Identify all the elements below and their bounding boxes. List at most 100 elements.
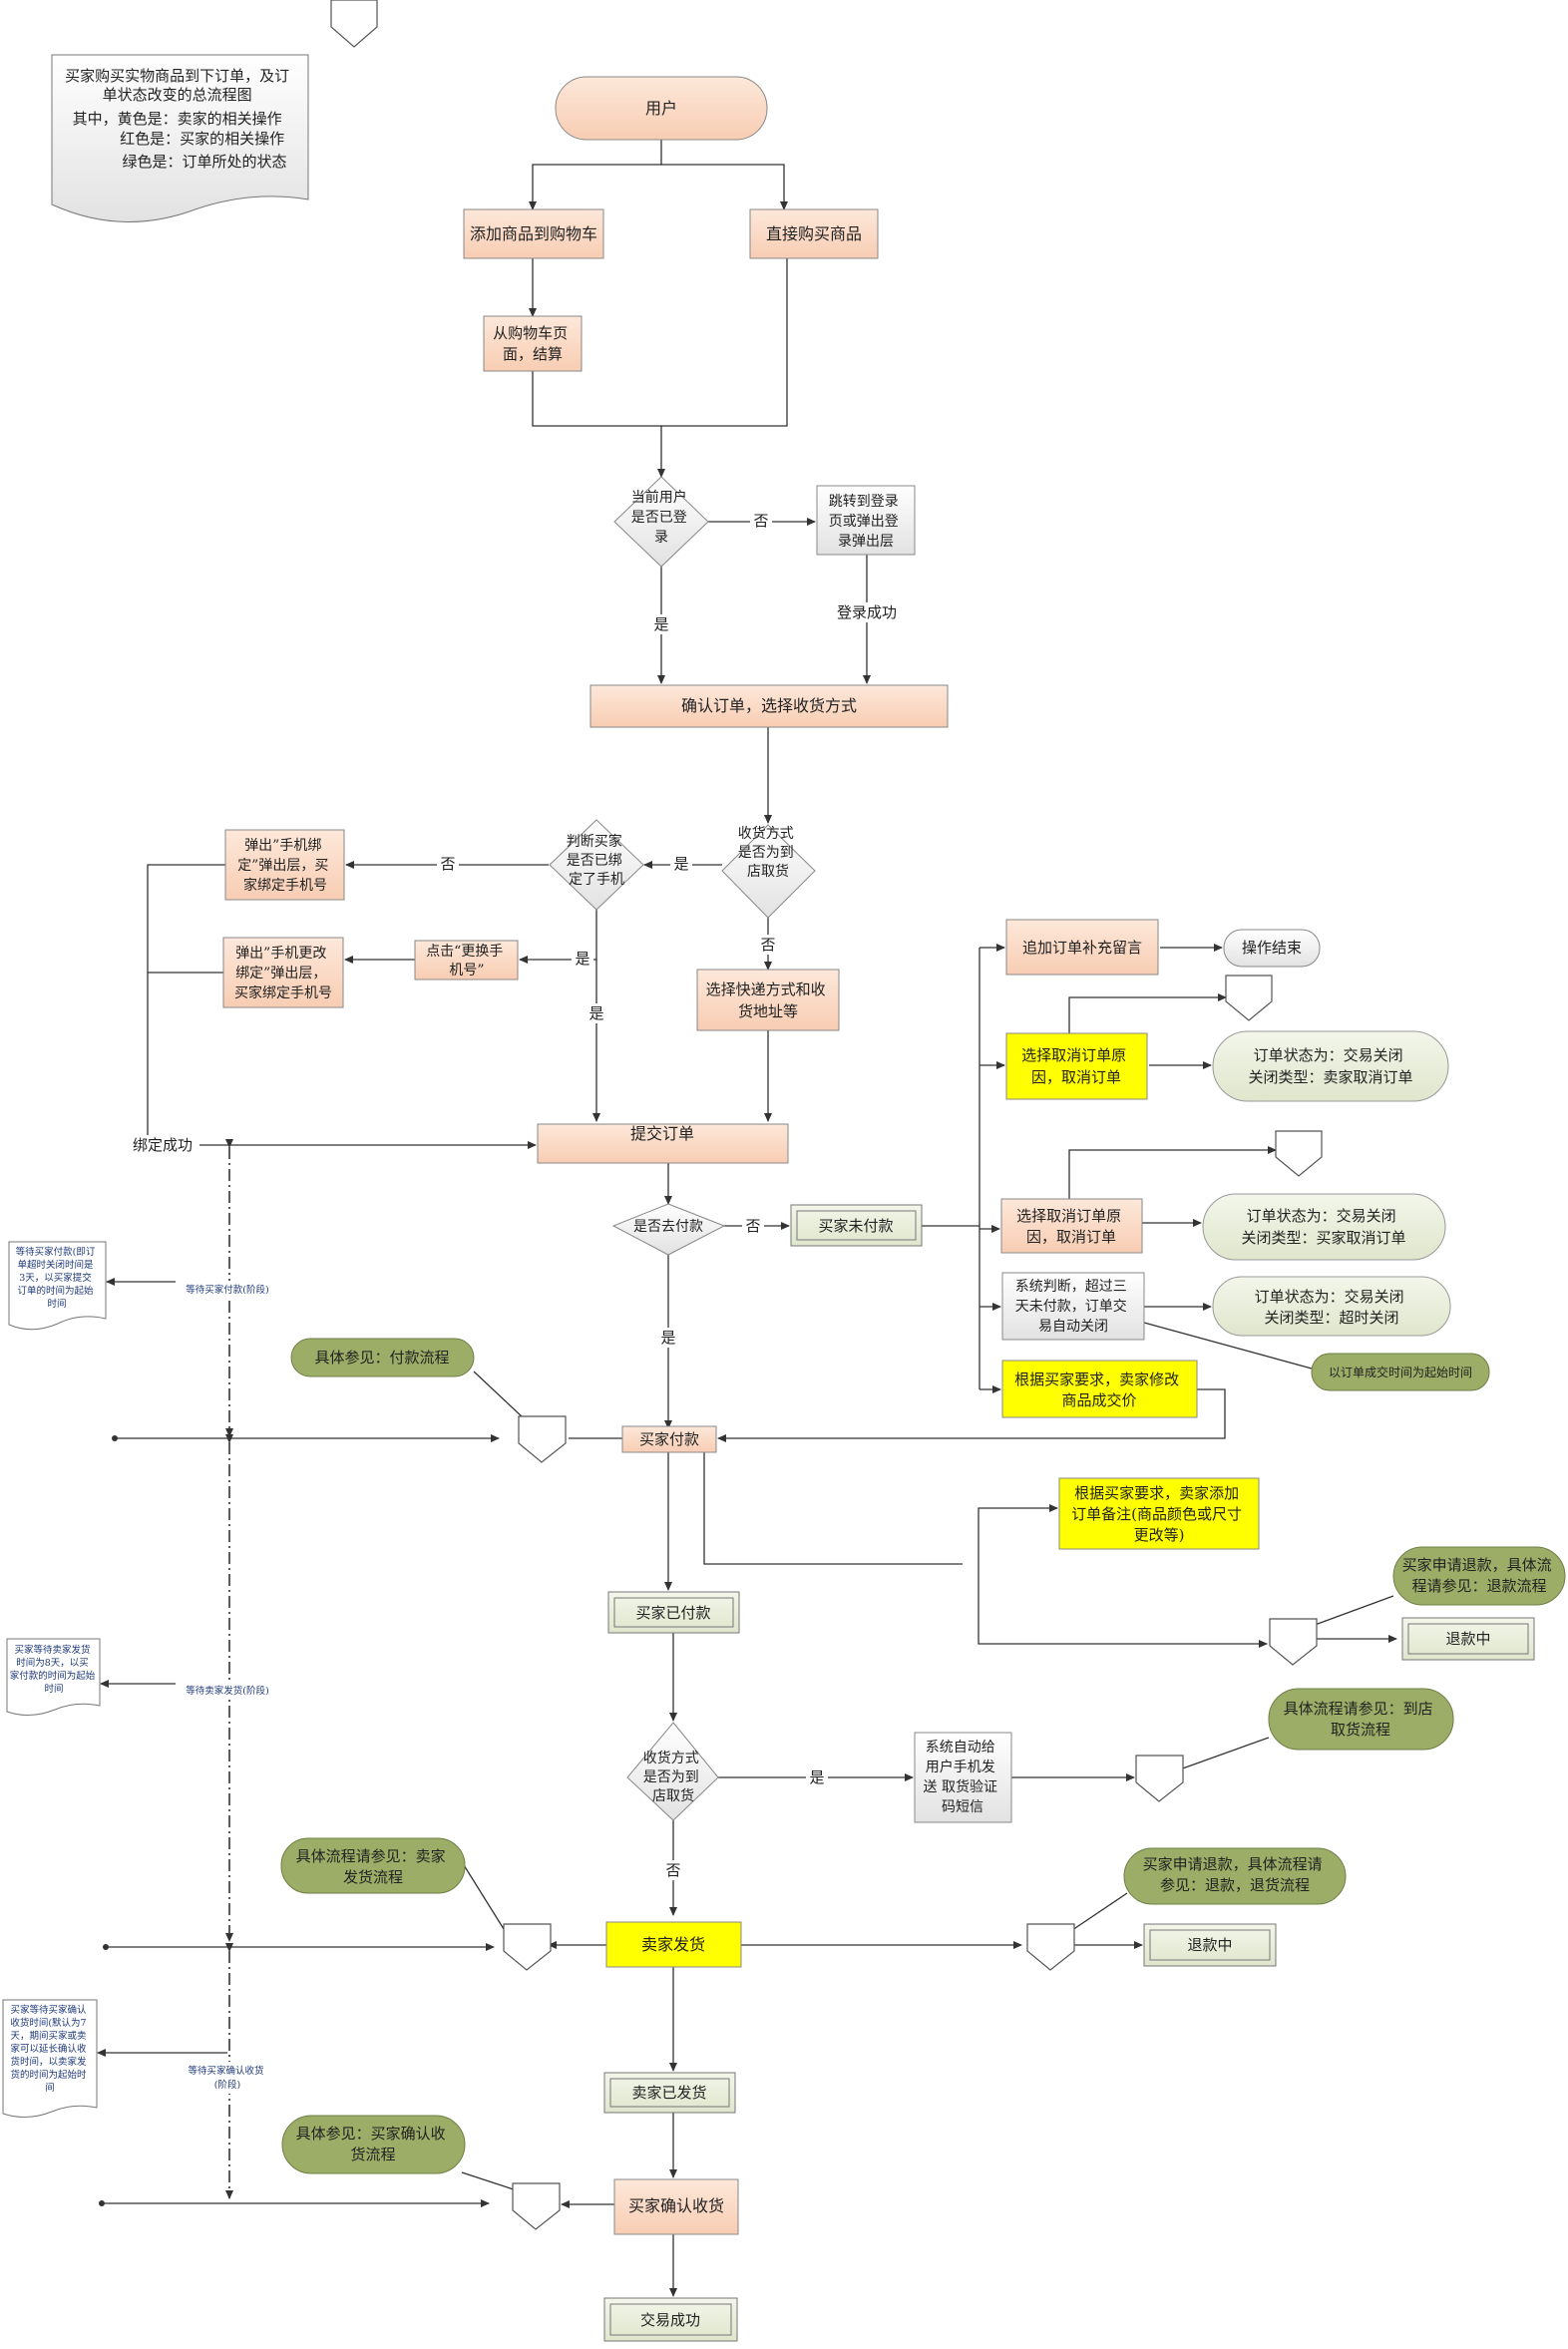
svg-text:买家申请退款，具体流程请 参见：退款，退货流程: 买家申请退款，具体流程请 参见：退款，退货流程 [1143,1855,1328,1894]
node-sms-line: 送 取货验证 [924,1778,997,1795]
svg-text:跳转到登录 页或弹出登 录弹出层: 跳转到登录 页或弹出登 录弹出层 [829,494,903,550]
node-refund1-line: 买家申请退款，具体流 [1402,1556,1552,1574]
edge-seeship-ref [460,1859,510,1938]
edge-direct-merge [661,258,788,427]
edge-pay-branch [703,1452,963,1565]
node-click-change-line: 机号” [449,963,484,979]
node-bind-line: 是否已绑 [567,853,622,869]
svg-text:系统自动给 用户手机发 送 取货验证: 系统自动给 用户手机发 送 取货验证 码短信 [924,1740,1002,1815]
node-popup-bind-line: 定”弹出层，买 [237,858,328,874]
node-seller-add-note [1058,1477,1260,1550]
node-popup-bind [224,829,345,901]
svg-text:弹出”手机更改 绑定”弹出层， 买家: 弹出”手机更改 绑定”弹出层， 买家绑定手机号 [234,946,332,1001]
node-is-login [613,476,709,568]
node-state-timeout-line: 订单状态为：交易关闭 [1255,1288,1404,1306]
node-auto-close [1001,1272,1145,1341]
label-no-login: 否 [753,512,768,530]
edge-sellercancel-ref [1068,993,1227,1033]
doc-wait-confirm-line: 天，期间买家或卖 [10,2030,86,2042]
doc-wait-ship [6,1638,101,1716]
svg-text:订单状态为：交易关闭 关闭类型：卖家取消订单: 订单状态为：交易关闭 关闭类型：卖家取消订单 [1248,1046,1412,1086]
node-buyer-cancel-line: 因，取消订单 [1026,1228,1116,1246]
node-state-timeout-line: 关闭类型：超时关闭 [1264,1309,1398,1327]
edge-checkout-merge [532,371,665,478]
node-is-login-line: 当前用户 [631,489,687,506]
node-add-cart [463,208,604,259]
node-is-login-line: 录 [654,530,668,546]
offpage-ref-buyer-cancel [1275,1130,1323,1177]
doc-wait-confirm-line: 收货时间(默认为7 [10,2017,86,2029]
nodes: 用户 添加商品到购物车 直接购买商品 从购物车页 面，结算 当前用户 是否已登 … [222,76,1566,2342]
label-no-pickup: 否 [760,936,775,954]
node-shipped-label: 卖家已发货 [631,2084,706,2102]
node-unpaid [790,1204,923,1247]
label-login-success: 登录成功 [837,603,897,621]
node-buyer-cancel-line: 选择取消订单原 [1016,1207,1121,1225]
node-buy-direct-label: 直接购买商品 [766,224,862,243]
offpage-ref-seller-cancel [1225,975,1273,1021]
doc-wait-confirm-line: 买家等待买家确认 [10,2004,87,2016]
node-is-store-pickup-1 [721,824,816,919]
node-auto-close-line: 易自动关闭 [1038,1319,1108,1335]
node-sms-line: 系统自动给 [926,1740,995,1756]
node-submit-order [537,1123,789,1164]
svg-text:具体流程请参见：到店 取货流程: 具体流程请参见：到店 取货流程 [1284,1700,1438,1739]
node-timeout-note-label: 以订单成交时间为起始时间 [1329,1365,1472,1379]
node-refunding-1-label: 退款中 [1445,1630,1490,1648]
label-yes-bind: 是 [588,1004,603,1022]
node-unpaid-label: 买家未付款 [818,1217,893,1235]
node-modify-price-line: 根据买家要求，卖家修改 [1014,1370,1179,1388]
node-pickup2-line: 是否为到 [643,1769,699,1785]
node-shipped [603,2072,736,2114]
node-state-timeout [1212,1276,1451,1337]
node-buyer-cancel [1000,1198,1143,1254]
node-checkout [483,315,583,372]
node-state-buyer-cancel [1202,1193,1446,1261]
doc-wait-ship-line: 买家等待卖家发货 [14,1644,90,1656]
edge-buyercancel-ref [1068,1146,1277,1203]
node-popup-change-line: 弹出”手机更改 [235,946,326,962]
edge-bindok-loop [147,864,537,1149]
node-refunding-2 [1143,1923,1277,1967]
node-pickup2-line: 收货方式 [643,1750,699,1766]
svg-text:订单状态为：交易关闭 关闭类型：买家取消订单: 订单状态为：交易关闭 关闭类型：买家取消订单 [1241,1207,1405,1247]
node-state-seller-line: 订单状态为：交易关闭 [1254,1046,1403,1064]
label-yes-pay: 是 [660,1329,675,1347]
doc-wait-confirm-line: 家可以延长确认收 [10,2043,87,2055]
offpage-ref-confirm [512,2182,561,2230]
node-refunding-1 [1401,1617,1535,1661]
node-go-pay [611,1203,726,1256]
edge-seepickup-ref [1176,1737,1270,1771]
doc-wait-ship-line: 时间 [44,1683,63,1695]
node-express-line: 货地址等 [738,1002,798,1020]
stage-label-wait-confirm: (阶段) [214,2079,240,2091]
svg-text:当前用户 是否已登 录: 当前用户 是否已登 录 [631,489,691,546]
node-add-note-line: 更改等) [1134,1526,1185,1544]
stage-label-wait-ship: 等待卖家发货(阶段) [186,1685,268,1697]
node-pickup1-line: 店取货 [747,863,789,880]
node-see-pickup-line: 具体流程请参见：到店 [1284,1700,1433,1718]
node-is-store-pickup-2 [626,1722,719,1821]
node-add-message [1005,919,1159,976]
node-select-express [696,969,840,1031]
label-no-pickup2: 否 [665,1861,680,1879]
node-sms [914,1732,1012,1823]
offpage-refs [330,0,1323,2230]
node-popup-change [222,937,344,1008]
svg-text:等待买家付款(即订 单超时关闭时间是: 等待买家付款(即订 单超时关闭时间是 3天，以买家提交 订单的时间为起始 时间 [16,1246,99,1310]
edge-branch-refund [978,1564,1268,1648]
node-pickup1-line: 收货方式 [738,825,794,842]
node-bind-line: 定了手机 [569,872,624,888]
node-state-seller-line: 关闭类型：卖家取消订单 [1248,1068,1412,1086]
node-auto-close-line: 天未付款，订单交 [1015,1298,1127,1315]
edge-labels: 否 是 登录成功 是 否 否 是 是 绑定成功 否 是 是 否 [126,511,902,1880]
svg-text:根据买家要求，卖家添加 订单备注(商品颜色或尺寸: 根据买家要求，卖家添加 订单备注(商品颜色或尺寸 更改等) [1071,1484,1247,1544]
node-express-line: 选择快递方式和收 [706,980,826,998]
stage-label-wait-confirm: 等待买家确认收货 [188,2065,263,2077]
note-line: 绿色是：订单所处的状态 [122,153,286,171]
node-popup-bind-line: 家绑定手机号 [243,877,327,894]
node-paid-label: 买家已付款 [635,1604,710,1622]
offpage-ref-pickup [1135,1755,1184,1802]
node-refund1-line: 程请参见：退款流程 [1411,1577,1546,1595]
label-yes-pickup2: 是 [809,1768,824,1786]
